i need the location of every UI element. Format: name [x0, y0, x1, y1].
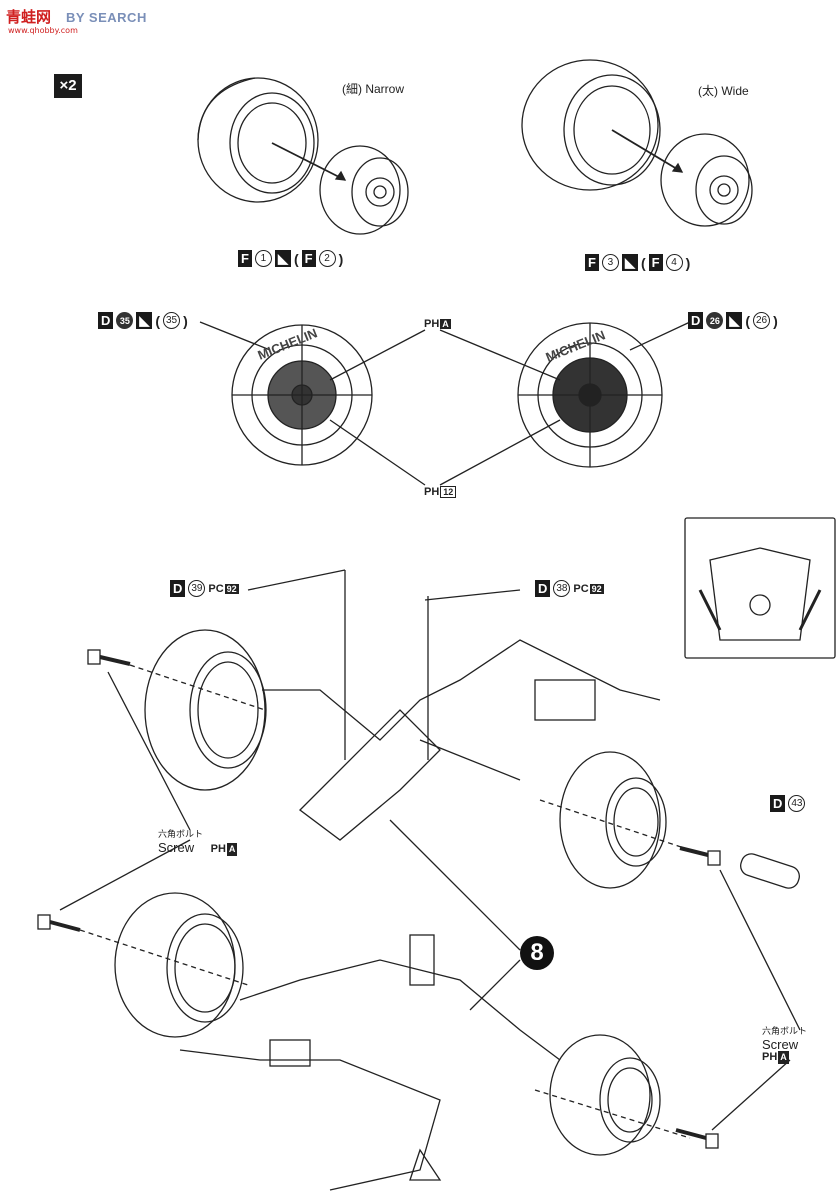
paren-close: )	[685, 254, 691, 271]
callout-d43: D 43	[770, 795, 806, 812]
paren-close: )	[338, 250, 344, 267]
part-d43-pin	[740, 853, 800, 889]
part-number-alt: 4	[665, 254, 683, 271]
mirror-icon: ◣	[726, 312, 743, 329]
paren-open: (	[293, 250, 299, 267]
lower-chassis-drawing	[114, 892, 661, 1191]
narrow-part-code: F 1 ◣ ( F 2 )	[238, 250, 343, 267]
quantity-badge: ×2	[54, 74, 82, 98]
screw-lower-left	[37, 914, 81, 932]
decal-left-code: D 35 ◣ ( 35 )	[98, 312, 188, 329]
sheet-f-alt: F	[648, 254, 663, 271]
decal-number-alt: 26	[753, 312, 771, 329]
sheet-d: D	[688, 312, 704, 329]
screw-upper-left	[87, 649, 131, 666]
decal-number: 26	[706, 312, 724, 329]
decal-number: 35	[116, 312, 134, 329]
screw-lower-right	[675, 1128, 719, 1149]
watermark-logo: 青蛙网	[6, 9, 52, 26]
sheet-f-alt: F	[301, 250, 316, 267]
screw-upper-right	[679, 846, 721, 866]
step-reference-badge: 8	[520, 936, 554, 970]
narrow-label: (細) Narrow	[342, 82, 404, 96]
decal-number-alt: 35	[163, 312, 181, 329]
wide-label: (太) Wide	[698, 84, 749, 98]
watermark-brand: BY SEARCH	[66, 10, 147, 25]
watermark: 青蛙网 BY SEARCH www.qhobby.com	[6, 4, 176, 38]
inset-detail	[698, 547, 822, 641]
paren-open: (	[640, 254, 646, 271]
sheet-f: F	[585, 254, 599, 271]
tire-front-left	[231, 324, 373, 466]
part-number: 3	[601, 254, 619, 271]
mirror-icon: ◣	[274, 250, 291, 267]
part-number: 1	[254, 250, 272, 267]
sidewall-text-left: MICHELIN	[256, 325, 320, 362]
part-number-alt: 2	[318, 250, 336, 267]
sheet-f: F	[238, 250, 252, 267]
decal-right-code: D 26 ◣ ( 26 )	[688, 312, 778, 329]
upper-chassis-drawing	[144, 570, 667, 889]
sheet-d: D	[98, 312, 114, 329]
narrow-tire-drawing	[197, 77, 409, 235]
wide-part-code: F 3 ◣ ( F 4 )	[585, 254, 690, 271]
wide-tire-drawing	[521, 59, 753, 227]
mirror-icon: ◣	[136, 312, 153, 329]
tire-front-right	[517, 322, 663, 468]
mirror-icon: ◣	[621, 254, 638, 271]
watermark-site: www.qhobby.com	[8, 26, 78, 35]
